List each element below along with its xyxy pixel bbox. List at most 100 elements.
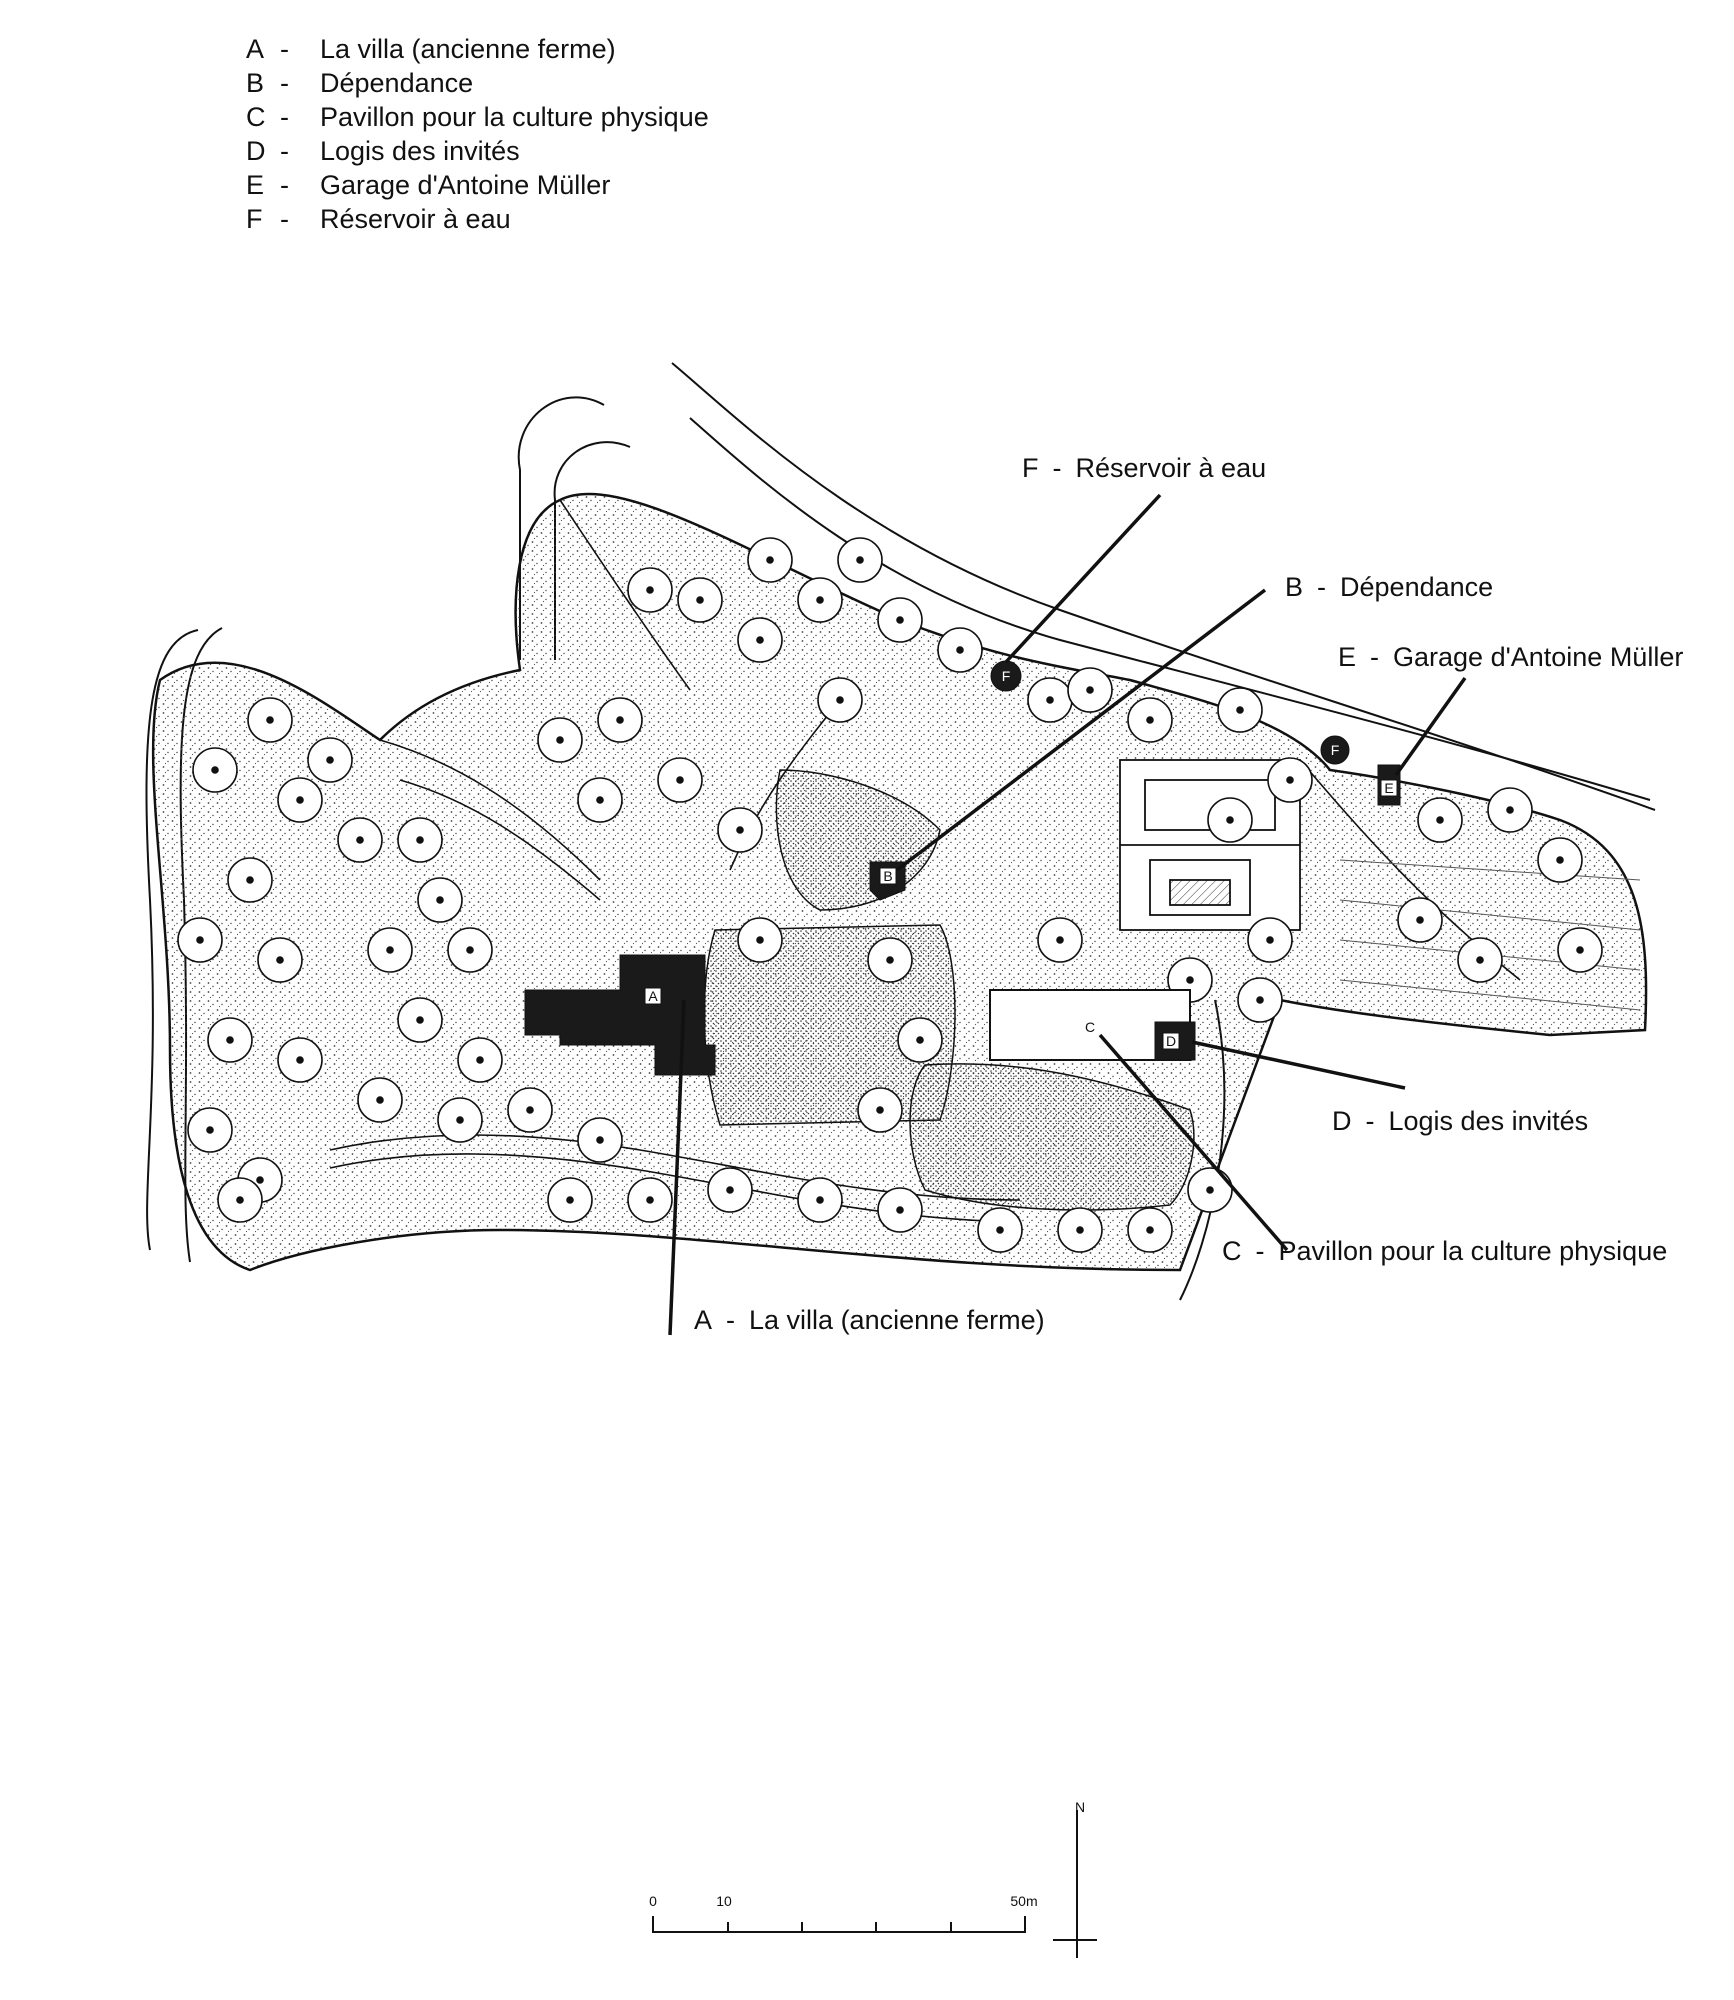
building-label-f-secondary: F [1331,742,1340,758]
tree-trunk [1046,696,1054,704]
legend-item-e: E-Garage d'Antoine Müller [246,170,611,200]
tree-trunk [1146,716,1154,724]
callout-b: B-Dépendance [1285,572,1494,602]
tree-trunk [236,1196,244,1204]
north-label: N [1075,1799,1085,1815]
leader-lines [668,493,1467,1336]
tree-trunk [816,1196,824,1204]
tree-trunk [1076,1226,1084,1234]
tree-trunk [616,716,624,724]
tree-trunk [766,556,774,564]
legend-item-c: C-Pavillon pour la culture physique [246,102,709,132]
tree-trunk [1556,856,1564,864]
tree-trunk [816,596,824,604]
tree-trunk [476,1056,484,1064]
tree-trunk [596,796,604,804]
scale-tick-10: 10 [716,1893,732,1909]
building-e: E [1377,764,1401,806]
tree-trunk [206,1126,214,1134]
tree-trunk [246,876,254,884]
tree-trunk [1206,1186,1214,1194]
building-label-e: E [1384,780,1393,796]
tree-trunk [876,1106,884,1114]
tree-trunk [1086,686,1094,694]
tree-trunk [1476,956,1484,964]
callout-d: D-Logis des invités [1332,1106,1589,1136]
tree-trunk [356,836,364,844]
tree-trunk [326,756,334,764]
tree-trunk [676,776,684,784]
tree-trunk [211,766,219,774]
tree-trunk [1236,706,1244,714]
tree-trunk [1226,816,1234,824]
tree-trunk [1266,936,1274,944]
legend: A-La villa (ancienne ferme) B-Dépendance… [246,32,709,236]
tree-trunk [376,1096,384,1104]
tree-trunk [1506,806,1514,814]
building-label-f: F [1002,668,1011,684]
tree-trunk [1256,996,1264,1004]
north-arrow: N [1053,1799,1097,1958]
tree-trunk [466,946,474,954]
tree-trunk [696,596,704,604]
tree-trunk [756,636,764,644]
tree-trunk [1416,916,1424,924]
tree-trunk [736,826,744,834]
callout-f: F-Réservoir à eau [1022,453,1267,483]
scale-tick-50m: 50m [1010,1893,1037,1909]
tree-trunk [646,1196,654,1204]
tree-trunk [1186,976,1194,984]
tree-trunk [896,616,904,624]
tree-trunk [556,736,564,744]
tree-trunk [756,936,764,944]
tree-trunk [996,1226,1004,1234]
building-label-c: C [1085,1019,1095,1035]
tree-trunk [386,946,394,954]
scale-tick-0: 0 [649,1893,657,1909]
callout-c: C-Pavillon pour la culture physique [1222,1236,1668,1266]
tree-trunk [1286,776,1294,784]
building-label-d: D [1166,1033,1176,1049]
tree-trunk [566,1196,574,1204]
tree-trunk [456,1116,464,1124]
tree-trunk [296,796,304,804]
tree-trunk [1576,946,1584,954]
tree-trunk [646,586,654,594]
tree-trunk [1436,816,1444,824]
building-label-b: B [883,868,892,884]
lawn-south [909,1063,1195,1211]
scale-bar: 0 10 50m [649,1893,1038,1933]
legend-item-d: D-Logis des invités [246,136,520,166]
building-label-a: A [648,988,658,1004]
tree-trunk [856,556,864,564]
tree-trunk [266,716,274,724]
tree-trunk [416,1016,424,1024]
tree-trunk [276,956,284,964]
tree-trunk [896,1206,904,1214]
legend-item-a: A-La villa (ancienne ferme) [246,34,616,64]
callout-a: A-La villa (ancienne ferme) [694,1305,1045,1335]
building-b: B [869,861,906,901]
tree-trunk [526,1106,534,1114]
trees [177,537,1603,1253]
tree-trunk [196,936,204,944]
tree-trunk [436,896,444,904]
tree-trunk [1146,1226,1154,1234]
tree-trunk [226,1036,234,1044]
tree-trunk [886,956,894,964]
tree-trunk [726,1186,734,1194]
tree-trunk [256,1176,264,1184]
legend-item-f: F-Réservoir à eau [246,204,511,234]
building-a: A [524,954,716,1076]
callout-e: E-Garage d'Antoine Müller [1338,642,1684,672]
tree-trunk [596,1136,604,1144]
tree-trunk [836,696,844,704]
tree-trunk [416,836,424,844]
tree-trunk [916,1036,924,1044]
tree-trunk [956,646,964,654]
building-d: D [1154,1021,1196,1061]
building-f-reservoir: F F [990,660,1350,765]
tree-trunk [296,1056,304,1064]
tree-trunk [1056,936,1064,944]
